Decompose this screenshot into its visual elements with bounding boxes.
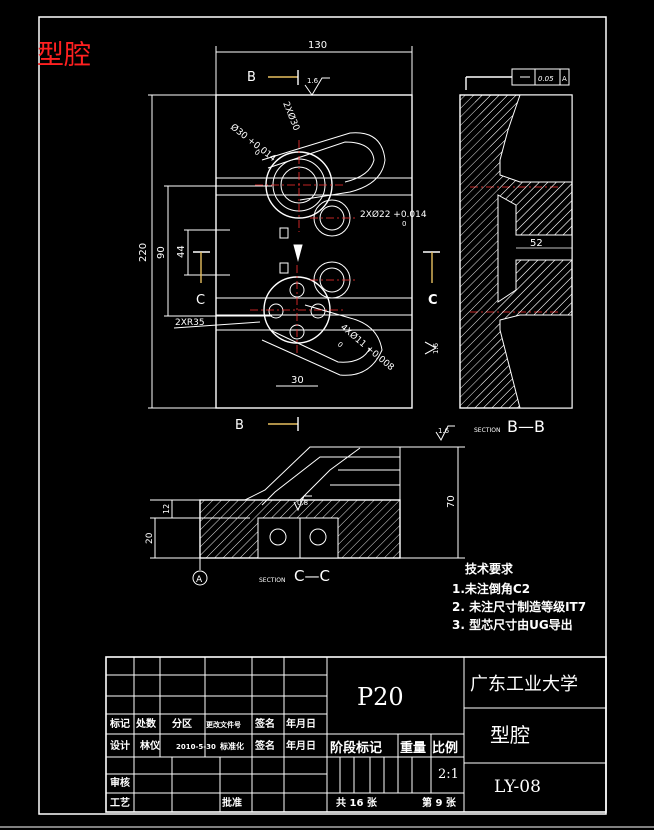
tb-hdr-sign2: 签名	[254, 739, 275, 752]
top-view	[148, 46, 413, 409]
drawing-frame	[38, 16, 607, 815]
tb-hdr-stage: 阶段标记	[330, 740, 382, 756]
dim-70: 70	[446, 495, 457, 508]
tb-total-sheets: 共 16 张	[336, 796, 378, 809]
tb-row-process: 工艺	[110, 796, 130, 809]
tb-row-design: 设计	[110, 739, 130, 752]
tb-hdr-sign: 签名	[254, 717, 275, 730]
section-cc-view	[150, 446, 465, 570]
roughness-top-label: 1.6	[307, 77, 319, 85]
tb-sheet-no: 第 9 张	[422, 796, 457, 809]
dim-height: 220	[138, 243, 149, 262]
dim-width: 130	[308, 40, 327, 51]
tb-hdr-date: 年月日	[286, 717, 316, 730]
tb-university: 广东工业大学	[470, 674, 578, 695]
hole-22-tol-low: 0	[402, 220, 406, 228]
hole-22-tol: 2XØ22 +0.014	[360, 209, 427, 220]
section-b-top: B	[247, 70, 256, 85]
section-cc-prefix: SECTION	[259, 577, 285, 584]
tb-scale: 2:1	[438, 767, 459, 782]
roughness-icon	[304, 77, 330, 96]
dim-30: 30	[291, 375, 304, 386]
tb-designer: 林仪	[140, 739, 161, 752]
tb-hdr-mark: 标记	[109, 717, 130, 730]
cc-roughness-mid: 0.8	[297, 499, 308, 507]
tb-row-review: 审核	[110, 776, 130, 789]
tb-hdr-date2: 年月日	[286, 739, 316, 752]
tb-design-date: 2010-5-30	[176, 743, 216, 751]
tb-row-approve: 批准	[222, 796, 242, 809]
section-markers	[193, 70, 512, 431]
hole-30-tol-low: 0	[253, 148, 261, 157]
hole-4x11-low: 0	[336, 340, 345, 349]
section-b-bottom: B	[235, 418, 244, 433]
roughness-icon	[293, 495, 312, 512]
radius-35-label: 2XR35	[175, 318, 205, 328]
dim-20: 20	[145, 532, 155, 544]
section-c-right: C	[428, 293, 438, 308]
gdt-frame	[511, 68, 570, 86]
hole-30-tol: Ø30 +0.014	[228, 122, 278, 165]
dim-44: 44	[176, 245, 187, 258]
tb-hdr-zone: 分区	[172, 717, 192, 730]
section-cc-label: C—C	[294, 567, 330, 585]
cc-datum: A	[196, 575, 203, 585]
dim-52: 52	[530, 238, 543, 249]
gdt-flatness: 0.05	[538, 75, 554, 83]
dim-90: 90	[156, 246, 167, 259]
tech-requirements: 技术要求 1.未注倒角C2 2. 未注尺寸制造等级IT7 3. 型芯尺寸由UG导…	[452, 561, 586, 632]
cc-roughness-top: 1.6	[438, 427, 450, 435]
section-bb-label: B—B	[507, 417, 545, 436]
drawing-red-title: 型腔	[37, 40, 91, 71]
section-bb-prefix: SECTION	[474, 427, 500, 434]
tech-item: 1.未注倒角C2	[452, 581, 530, 596]
dim-12: 12	[162, 504, 171, 514]
title-block-text: 标记 处数 分区 更改文件号 签名 年月日 设计 林仪 2010-5-30 标准…	[109, 674, 578, 809]
tb-hdr-count: 处数	[135, 717, 157, 730]
roughness-icon	[435, 425, 455, 442]
datum-circle	[192, 570, 208, 586]
roughness-icon	[424, 341, 438, 355]
tb-part-code: P20	[357, 683, 404, 711]
roughness-right-label: 1.6	[432, 342, 440, 354]
section-bb-view	[459, 94, 573, 409]
tb-drawing-no: LY-08	[494, 777, 541, 797]
title-block	[105, 656, 607, 813]
section-c-left: C	[196, 293, 205, 308]
tb-part-name: 型腔	[490, 723, 530, 747]
tb-hdr-standard: 标准化	[219, 741, 244, 751]
tech-item: 3. 型芯尺寸由UG导出	[452, 617, 573, 632]
tb-hdr-change-doc: 更改文件号	[206, 720, 241, 729]
tech-heading: 技术要求	[465, 561, 514, 576]
tech-item: 2. 未注尺寸制造等级IT7	[452, 599, 586, 614]
hole-2x30-label: 2XØ30	[280, 100, 302, 133]
gdt-datum: A	[562, 75, 567, 83]
tb-hdr-weight: 重量	[400, 740, 426, 756]
tb-hdr-scale: 比例	[432, 740, 458, 756]
